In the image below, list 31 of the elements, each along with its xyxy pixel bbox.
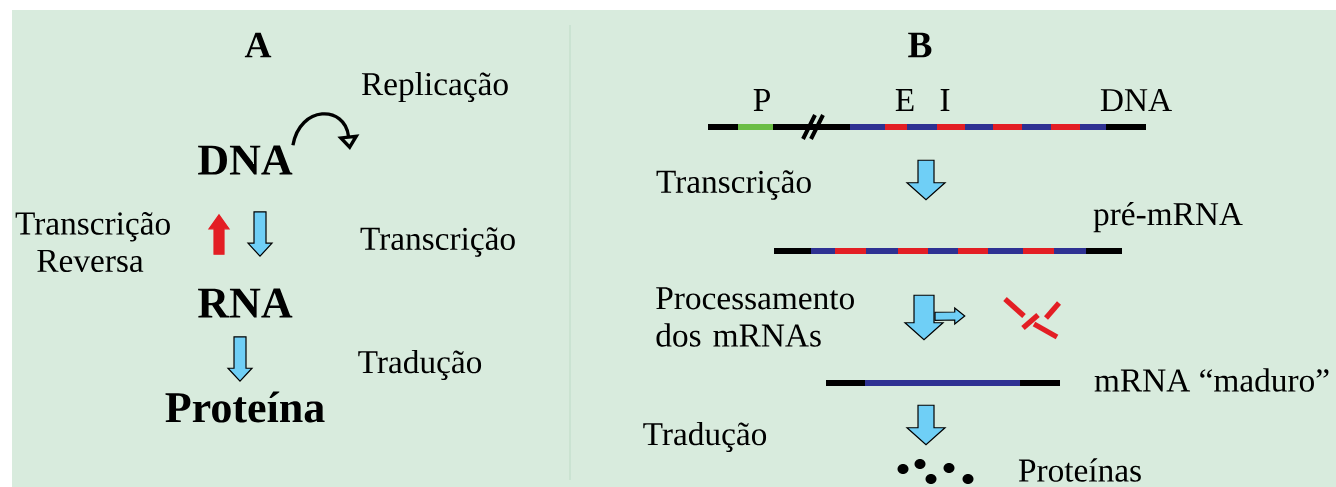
protein-dots-drawing bbox=[897, 459, 974, 484]
edge-label: Processamento dos mRNAs bbox=[656, 287, 854, 347]
panel-letter: A bbox=[244, 32, 272, 58]
stage-label: DNA bbox=[198, 145, 293, 175]
stage-label: Proteína bbox=[165, 391, 325, 423]
block-arrow bbox=[905, 404, 947, 446]
strand-label: pré-mRNA bbox=[1093, 201, 1243, 233]
segment-letter: I bbox=[940, 89, 950, 111]
block-arrow bbox=[934, 306, 966, 326]
panel-letter: B bbox=[908, 32, 932, 58]
block-arrow bbox=[226, 336, 254, 383]
block-arrow bbox=[246, 211, 274, 258]
strand-label: Proteínas bbox=[1018, 458, 1141, 482]
strand-drawing bbox=[774, 248, 1122, 254]
edge-label: Transcrição Reversa bbox=[15, 211, 170, 273]
edge-label: Tradução bbox=[358, 349, 482, 381]
block-arrow bbox=[903, 294, 945, 341]
intron-fragments-drawing bbox=[1003, 297, 1062, 340]
segment-letter: P bbox=[753, 89, 770, 111]
strand-label: mRNA “maduro” bbox=[1094, 368, 1329, 392]
edge-label: Transcrição bbox=[360, 227, 515, 257]
segment-letter: E bbox=[895, 89, 914, 111]
edge-label: Tradução bbox=[643, 421, 767, 453]
strand-label: DNA bbox=[1100, 89, 1172, 112]
block-arrow bbox=[905, 159, 947, 201]
strand-drawing bbox=[826, 380, 1060, 386]
stage-label: RNA bbox=[198, 288, 293, 318]
edge-label: Transcrição bbox=[656, 170, 811, 200]
strand-drawing bbox=[708, 113, 1146, 141]
edge-label: Replicação bbox=[361, 71, 508, 103]
block-arrow bbox=[207, 213, 231, 255]
